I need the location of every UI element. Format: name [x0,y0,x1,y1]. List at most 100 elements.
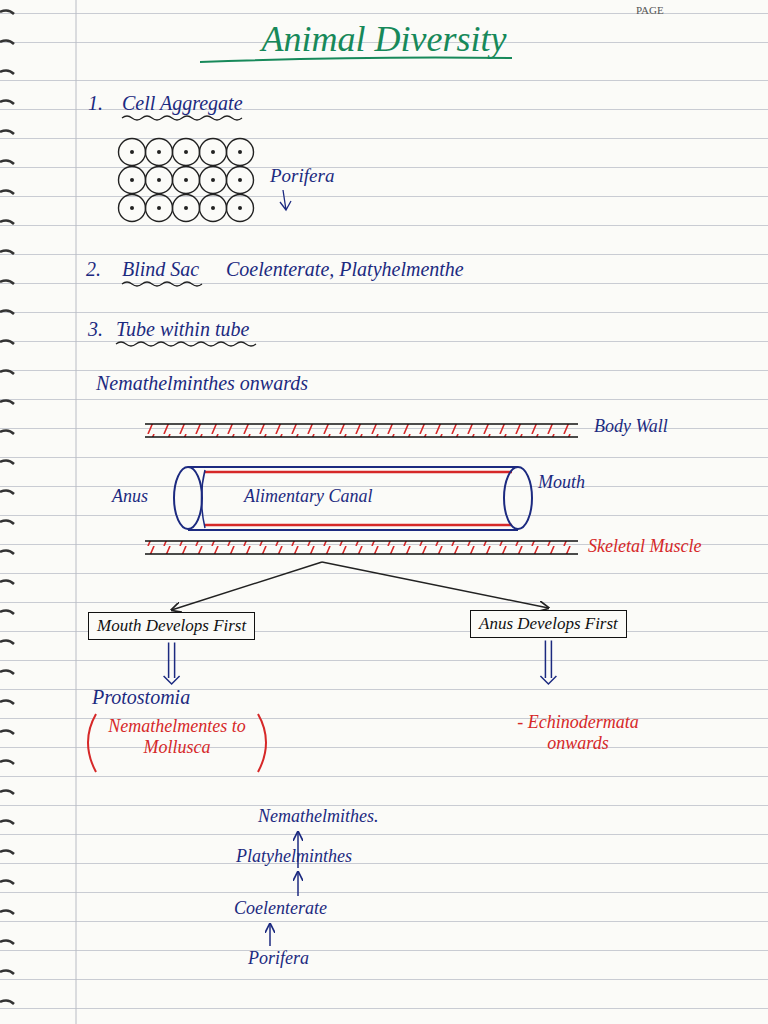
spiral-hole [0,130,14,134]
split-arrow [172,562,322,610]
process-box: Mouth Develops First [88,612,255,640]
process-box: Anus Develops First [470,610,627,638]
cell [173,167,200,194]
spiral-hole [0,550,14,554]
spiral-hole [0,490,14,494]
heading: Tube within tube [116,318,249,341]
cell-nucleus [238,178,242,182]
note: Nemathelminthes onwards [96,372,308,395]
note: - Echinodermata onwards [494,712,662,753]
item-number: 3. [88,318,103,341]
spiral-hole [0,70,14,74]
page-header: PAGE [636,4,664,17]
wavy-underline [122,282,202,286]
item-number: 2. [86,258,101,281]
spiral-hole [0,580,14,584]
box-text: Anus Develops First [479,614,618,634]
split-arrow [322,562,548,608]
spiral-hole [0,1000,14,1004]
spiral-hole [0,280,14,284]
group-label: Coelenterate, Platyhelmenthe [226,258,464,281]
heading: Blind Sac [122,258,199,281]
page-title: Animal Diversity [0,18,768,60]
spiral-hole [0,250,14,254]
spiral-hole [0,460,14,464]
part-label: Body Wall [594,416,668,437]
bracket [88,714,96,772]
wavy-underline [122,116,242,120]
spiral-hole [0,850,14,854]
spiral-hole [0,940,14,944]
cell [227,167,254,194]
spiral-hole [0,370,14,374]
spiral-hole [0,760,14,764]
cell [200,167,227,194]
pointer-mark [280,190,291,210]
cell [146,167,173,194]
bracket [258,714,266,772]
spiral-hole [0,100,14,104]
cell-nucleus [157,150,161,154]
spiral-hole [0,190,14,194]
spiral-hole [0,670,14,674]
cell [200,195,227,222]
up-arrow [297,872,299,896]
alimentary-canal-tube [174,467,532,530]
chain-item: Coelenterate [234,898,327,919]
spiral-hole [0,520,14,524]
heading: Cell Aggregate [122,92,243,115]
spiral-hole [0,220,14,224]
cell-nucleus [184,178,188,182]
spiral-hole [0,340,14,344]
part-label: Anus [112,486,148,507]
spiral-hole [0,790,14,794]
spiral-hole [0,910,14,914]
cell [146,139,173,166]
note: Nemathelmentes to Mollusca [98,716,256,757]
spiral-holes [0,10,14,1004]
spiral-hole [0,880,14,884]
spiral-hole [0,640,14,644]
group-label: Protostomia [92,686,190,709]
margin-line [76,0,77,1024]
spiral-hole [0,820,14,824]
spiral-hole [0,160,14,164]
cell-nucleus [211,178,215,182]
spiral-hole [0,430,14,434]
spiral-hole [0,400,14,404]
spiral-hole [0,610,14,614]
cell [119,167,146,194]
part-label: Skeletal Muscle [588,536,701,557]
part-label: Alimentary Canal [244,486,373,507]
cell [173,195,200,222]
double-arrow [540,640,556,684]
body-wall-hatch [145,424,575,437]
spiral-hole [0,970,14,974]
cell-nucleus [238,150,242,154]
wavy-underline [116,342,256,346]
cell [119,139,146,166]
cell [200,139,227,166]
cell-aggregate [119,139,254,222]
skeletal-muscle-hatch [145,541,575,554]
double-arrow [164,642,180,684]
up-arrow [269,924,271,946]
cell-nucleus [157,206,161,210]
spiral-hole [0,730,14,734]
spiral-hole [0,700,14,704]
cell-nucleus [184,206,188,210]
box-text: Mouth Develops First [97,616,246,636]
spiral-hole [0,10,14,14]
part-label: Mouth [538,472,585,493]
chain-item: Nemathelmithes. [258,806,378,827]
group-label: Porifera [270,165,334,187]
chain-item: Porifera [248,948,309,969]
cell-nucleus [157,178,161,182]
spiral-hole [0,310,14,314]
cell [173,139,200,166]
item-number: 1. [88,92,103,115]
cell-nucleus [184,150,188,154]
cell [227,139,254,166]
